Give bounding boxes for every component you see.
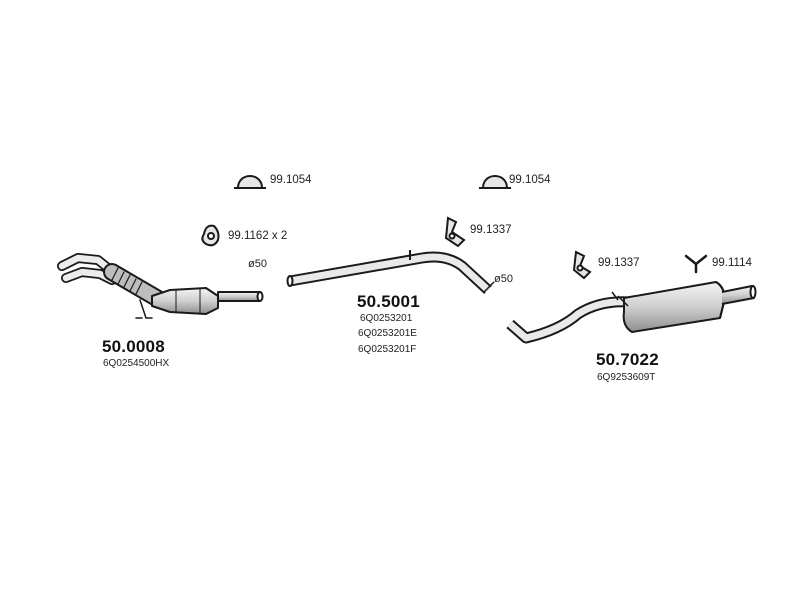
- clamp-icon: [234, 175, 266, 189]
- accessory-code-bracket: 99.1114: [712, 257, 752, 269]
- hanger-icon: [572, 250, 592, 280]
- oe-number-middle-3: 6Q0253201F: [358, 344, 417, 355]
- oe-number-middle-2: 6Q0253201E: [358, 328, 417, 339]
- diameter-middle: ø50: [494, 273, 513, 285]
- part-code-rear: 50.7022: [596, 350, 659, 369]
- accessory-code-hanger-1: 99.1337: [470, 224, 512, 236]
- accessory-code-ring: 99.1162 x 2: [228, 230, 288, 242]
- diameter-front: ø50: [248, 258, 267, 270]
- rubber-ring-icon: [201, 224, 220, 247]
- oe-number-front: 6Q0254500HX: [103, 358, 170, 369]
- oe-number-rear: 6Q9253609T: [597, 372, 656, 383]
- clamp-icon: [479, 175, 511, 189]
- accessory-code-clamp-2: 99.1054: [509, 174, 551, 186]
- middle-pipe: [286, 250, 495, 295]
- part-code-front: 50.0008: [102, 337, 165, 356]
- oe-number-middle-1: 6Q0253201: [360, 313, 413, 324]
- part-code-middle: 50.5001: [357, 292, 420, 311]
- bracket-icon: [684, 254, 708, 274]
- hanger-icon: [444, 216, 466, 248]
- accessory-code-hanger-2: 99.1337: [598, 257, 640, 269]
- front-pipe-catalyst: [57, 253, 264, 319]
- rear-silencer: [506, 281, 757, 344]
- accessory-code-clamp-1: 99.1054: [270, 174, 312, 186]
